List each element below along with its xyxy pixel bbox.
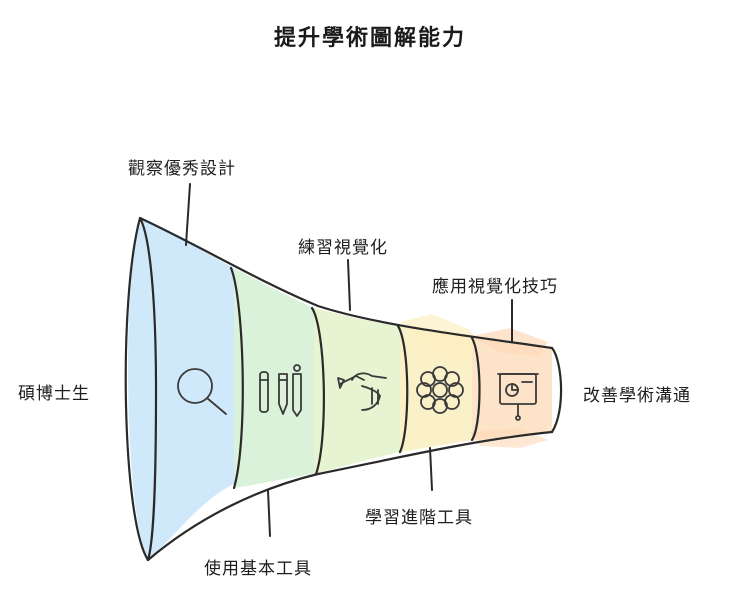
stage-label-5: 應用視覺化技巧 [432, 277, 558, 297]
stage-label-2: 使用基本工具 [204, 559, 312, 579]
funnel-end-cap [550, 346, 563, 434]
diagram-title: 提升學術圖解能力 [273, 26, 466, 51]
leader-stage-2 [267, 489, 271, 537]
leader-stage-1 [185, 183, 191, 246]
leader-stage-3 [347, 259, 351, 311]
stage-fill-2 [234, 268, 314, 488]
stage-fill-1 [128, 218, 234, 560]
start-label: 碩博士生 [18, 384, 90, 404]
presentation-icon [497, 373, 539, 421]
flower-icon [416, 366, 464, 414]
funnel-bottom-edge [146, 430, 554, 562]
pencils-icon [259, 364, 302, 417]
funnel-mouth [124, 216, 158, 562]
hand-pen-icon [337, 372, 387, 411]
magnifier-icon [177, 368, 227, 415]
stage-label-1: 觀察優秀設計 [128, 159, 236, 179]
leader-stage-4 [429, 447, 433, 491]
stage-fill-3 [314, 308, 400, 474]
funnel-top-edge [138, 216, 554, 350]
end-label: 改善學術溝通 [583, 386, 691, 406]
stage-label-3: 練習視覺化 [298, 238, 388, 258]
stage-label-4: 學習進階工具 [365, 508, 473, 528]
